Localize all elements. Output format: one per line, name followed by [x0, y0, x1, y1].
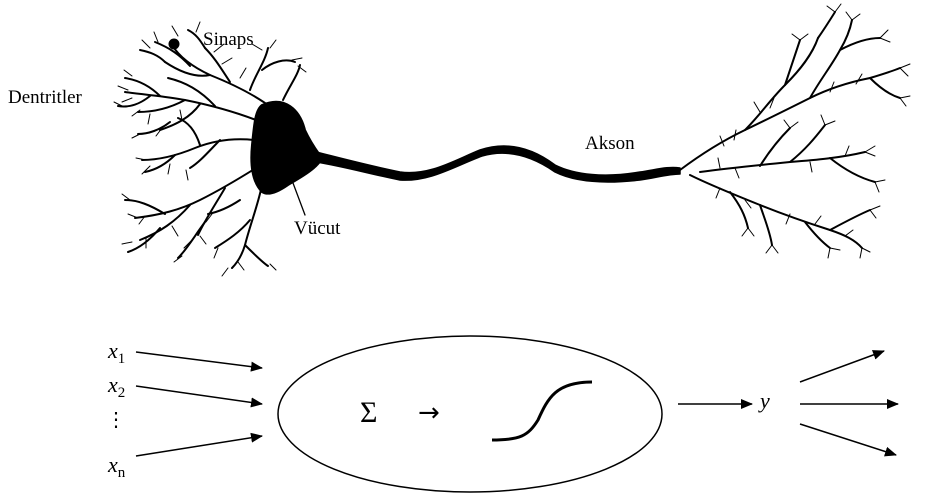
output-branch-arrow-up — [800, 351, 884, 382]
sum-to-activation-arrow: → — [418, 400, 440, 426]
input-x2-label: x2 — [108, 374, 125, 401]
input-arrow-1 — [136, 352, 262, 368]
input-arrow-n — [136, 436, 262, 456]
input-arrow-2 — [136, 386, 262, 404]
body-pointer — [290, 175, 305, 215]
axon-terminals — [680, 12, 900, 248]
sum-symbol: Σ — [360, 398, 377, 428]
artificial-neuron-model — [136, 336, 898, 492]
output-branch-arrow-down — [800, 424, 896, 455]
input-xn-label: xn — [108, 454, 125, 481]
inputs-ellipsis: ⋮ — [106, 410, 126, 430]
cell-body — [251, 102, 322, 194]
dendrites-label: Dentritler — [8, 88, 82, 107]
synapse-dot — [169, 39, 179, 49]
axon-label: Akson — [585, 134, 635, 153]
sigmoid-curve — [492, 382, 592, 440]
synapse-label: Sinaps — [203, 30, 254, 49]
input-x1-label: x1 — [108, 340, 125, 367]
output-y-label: y — [760, 390, 770, 412]
neuron-ellipse — [278, 336, 662, 492]
body-label: Vücut — [294, 219, 340, 238]
